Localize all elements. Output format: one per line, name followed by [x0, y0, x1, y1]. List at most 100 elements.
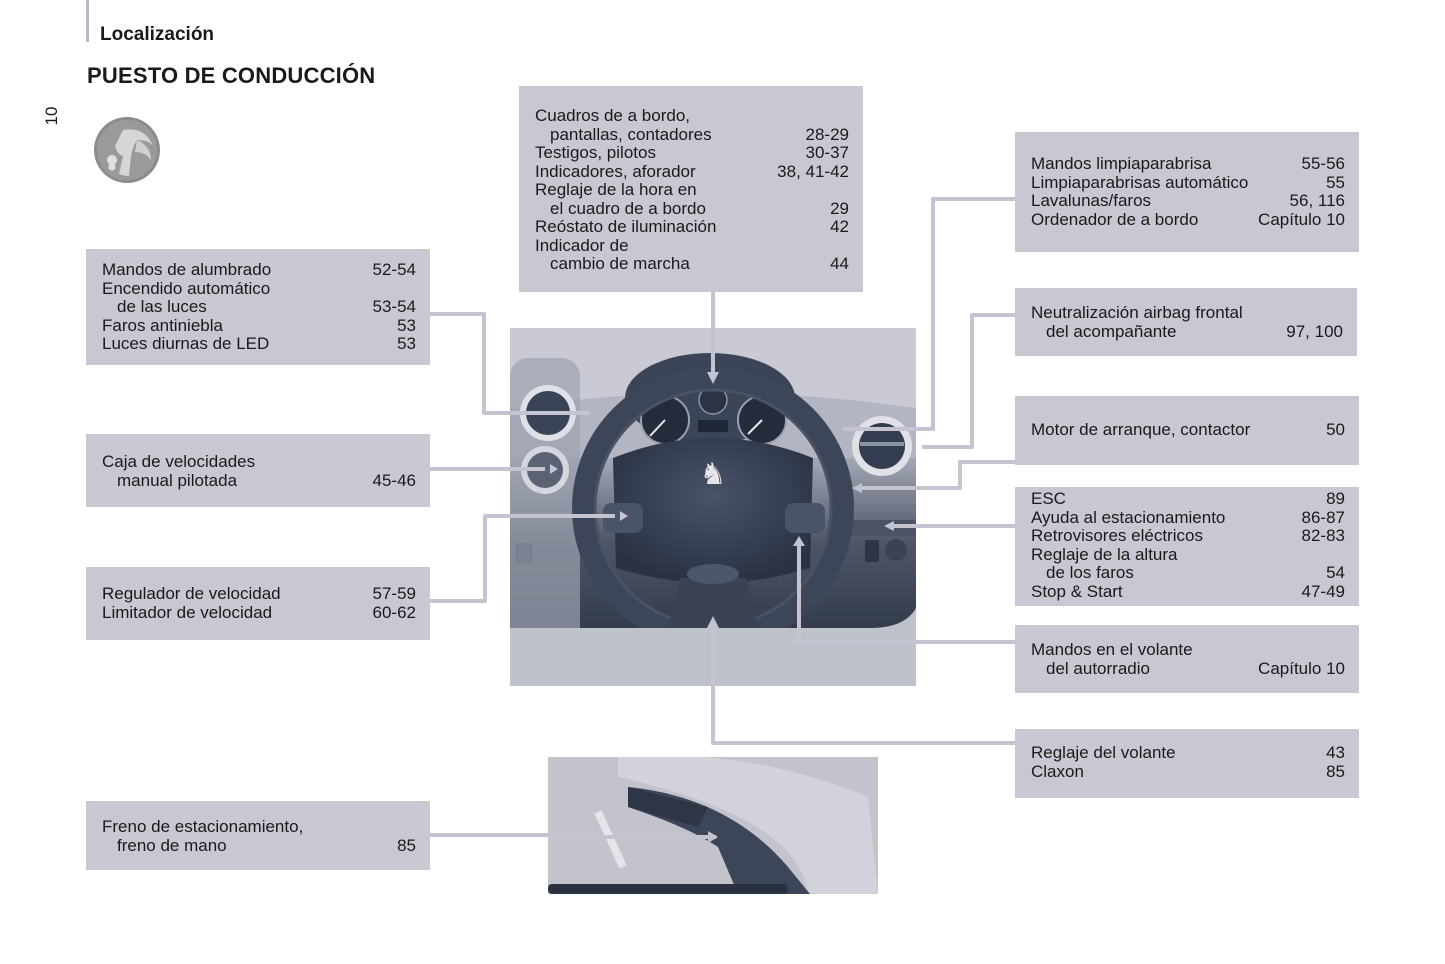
callout-starter: Motor de arranque, contactor 50 — [1015, 396, 1359, 465]
entry-page-ref[interactable]: 30-37 — [805, 143, 849, 162]
entry-label: manual pilotada — [117, 470, 238, 490]
entry-page-ref[interactable]: 85 — [1326, 761, 1345, 781]
entry-page-ref[interactable]: 38, 41-42 — [777, 161, 849, 181]
entry-page-ref[interactable]: 82-83 — [1301, 526, 1345, 545]
entry-label: del autorradio — [1046, 658, 1150, 678]
callout-entry: Retrovisores eléctricos 82-83 — [1031, 526, 1345, 546]
entry-page-ref[interactable]: 29 — [830, 198, 849, 218]
entry-label: Mandos de alumbrado — [102, 260, 272, 279]
callout-entry: Mandos en el volante — [1031, 640, 1345, 660]
entry-page-ref[interactable]: 55-56 — [1301, 154, 1345, 173]
entry-label: Reglaje de la altura — [1031, 544, 1178, 564]
callout-entry: Reglaje del volante 43 — [1031, 743, 1345, 763]
entry-page-ref[interactable]: 42 — [830, 217, 849, 236]
callout-entry: del autorradio Capítulo 10 — [1031, 658, 1345, 679]
callout-entry: de las luces 53-54 — [102, 297, 416, 317]
callout-entry: Claxon 85 — [1031, 761, 1345, 782]
entry-label: Lavalunas/faros — [1031, 191, 1152, 210]
entry-label: Neutralización airbag frontal — [1031, 303, 1243, 322]
callout-entry: Indicadores, aforador 38, 41-42 — [535, 161, 849, 182]
dashboard-illustration: ♞ — [510, 328, 916, 686]
entry-label: freno de mano — [117, 835, 227, 855]
callout-entry: Reglaje de la hora en — [535, 180, 849, 200]
entry-label: Indicadores, aforador — [535, 161, 696, 181]
entry-page-ref[interactable]: 45-46 — [372, 470, 416, 490]
entry-label: Stop & Start — [1031, 581, 1123, 601]
entry-page-ref[interactable]: 85 — [397, 835, 416, 855]
entry-label: Retrovisores eléctricos — [1031, 526, 1203, 545]
entry-label: cambio de marcha — [550, 254, 690, 273]
entry-page-ref[interactable]: 56, 116 — [1289, 191, 1345, 210]
entry-page-ref[interactable]: 50 — [1326, 420, 1345, 439]
page-number: 10 — [42, 106, 61, 126]
callout-entry: cambio de marcha 44 — [535, 254, 849, 274]
callout-entry: Encendido automático — [102, 279, 416, 299]
callout-entry: Mandos limpiaparabrisa 55-56 — [1031, 154, 1345, 174]
svg-text:♞: ♞ — [700, 457, 727, 492]
entry-label: pantallas, contadores — [550, 124, 712, 144]
entry-page-ref[interactable]: 53-54 — [372, 297, 416, 316]
callout-entry: de los faros 54 — [1031, 563, 1345, 583]
driver-steering-wheel-icon — [94, 117, 160, 183]
entry-label: Ayuda al estacionamiento — [1031, 507, 1226, 527]
section-title: Localización — [100, 24, 215, 45]
entry-page-ref[interactable]: 28-29 — [805, 124, 849, 144]
entry-label: de las luces — [117, 297, 207, 316]
callout-entry: pantallas, contadores 28-29 — [535, 124, 849, 145]
entry-label: Claxon — [1031, 761, 1084, 781]
callout-entry: manual pilotada 45-46 — [102, 470, 416, 491]
parking-brake-illustration — [548, 757, 878, 894]
entry-label: Limpiaparabrisas automático — [1031, 172, 1249, 192]
entry-label: Reglaje de la hora en — [535, 180, 697, 199]
callout-entry: Neutralización airbag frontal — [1031, 303, 1343, 323]
callout-entry: Ayuda al estacionamiento 86-87 — [1031, 507, 1345, 528]
entry-label: Motor de arranque, contactor — [1031, 420, 1251, 439]
entry-page-ref[interactable]: 43 — [1326, 743, 1345, 762]
entry-label: de los faros — [1046, 563, 1134, 582]
entry-page-ref[interactable]: 89 — [1326, 489, 1345, 508]
callout-entry: Luces diurnas de LED 53 — [102, 334, 416, 354]
entry-page-ref[interactable]: Capítulo 10 — [1258, 209, 1345, 229]
entry-label: Mandos en el volante — [1031, 640, 1193, 659]
page-title: PUESTO DE CONDUCCIÓN — [87, 63, 376, 88]
entry-label: Reglaje del volante — [1031, 743, 1176, 762]
entry-label: Luces diurnas de LED — [102, 334, 270, 353]
entry-page-ref[interactable]: 60-62 — [372, 602, 416, 622]
entry-label: Regulador de velocidad — [102, 584, 281, 603]
entry-page-ref[interactable]: Capítulo 10 — [1258, 658, 1345, 678]
entry-page-ref[interactable]: 52-54 — [372, 260, 416, 279]
callout-entry: Reglaje de la altura — [1031, 544, 1345, 565]
callout-entry: Indicador de — [535, 235, 849, 256]
entry-page-ref[interactable]: 97, 100 — [1286, 321, 1343, 341]
entry-page-ref[interactable]: 53 — [397, 315, 416, 335]
callout-instrument-panel: Cuadros de a bordo,pantallas, contadores… — [519, 86, 863, 292]
entry-page-ref[interactable]: 57-59 — [372, 584, 416, 603]
callout-entry: freno de mano 85 — [102, 835, 416, 856]
entry-label: Caja de velocidades — [102, 452, 256, 471]
entry-page-ref[interactable]: 53 — [397, 334, 416, 353]
connector-airbag — [922, 313, 1015, 449]
entry-page-ref[interactable]: 86-87 — [1301, 507, 1345, 527]
callout-entry: Regulador de velocidad 57-59 — [102, 584, 416, 604]
entry-label: Reóstato de iluminación — [535, 217, 717, 236]
callout-entry: Freno de estacionamiento, — [102, 817, 416, 837]
entry-label: Cuadros de a bordo, — [535, 106, 690, 125]
entry-page-ref[interactable]: 55 — [1326, 172, 1345, 192]
entry-label: Mandos limpiaparabrisa — [1031, 154, 1212, 173]
entry-label: del acompañante — [1046, 321, 1177, 341]
entry-label: ESC — [1031, 489, 1066, 508]
entry-page-ref[interactable]: 44 — [830, 254, 849, 273]
entry-label: Freno de estacionamiento, — [102, 817, 304, 836]
entry-page-ref[interactable]: 47-49 — [1301, 581, 1345, 601]
entry-page-ref[interactable]: 54 — [1326, 563, 1345, 582]
entry-label: Indicador de — [535, 235, 629, 255]
